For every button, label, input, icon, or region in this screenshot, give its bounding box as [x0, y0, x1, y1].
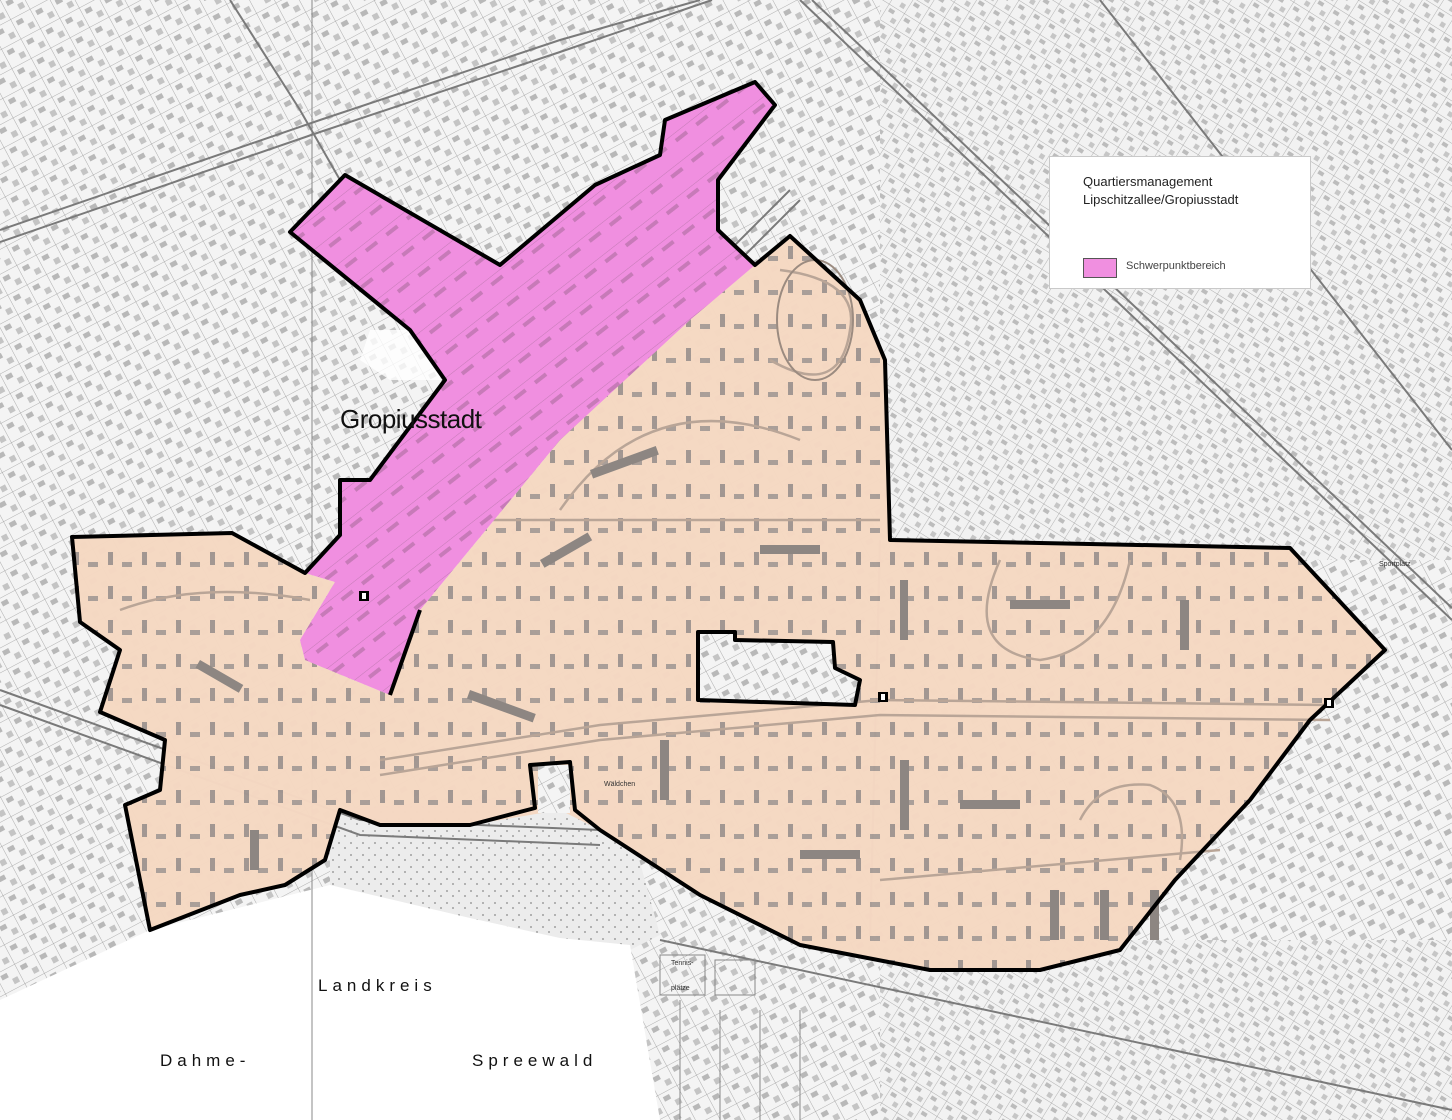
street-label-sportplatz: Sportplatz [1379, 561, 1411, 568]
landkreis-label-line2: Dahme- [160, 1051, 251, 1070]
street-label-tennis: Tennis- [671, 960, 694, 967]
legend-title: Quartiersmanagement Lipschitzallee/Gropi… [1083, 173, 1238, 209]
landkreis-label-line3: Spreewald [472, 1051, 598, 1070]
district-label: Gropiusstadt [340, 404, 482, 434]
landkreis-label-line1: Landkreis [318, 976, 437, 995]
street-label-waeldchen: Wäldchen [604, 781, 636, 788]
map-legend: Quartiersmanagement Lipschitzallee/Gropi… [1049, 156, 1311, 289]
street-label-plaetze: plätze [671, 985, 690, 992]
legend-swatch-focus-area [1083, 258, 1117, 278]
legend-title-line1: Quartiersmanagement [1083, 174, 1213, 189]
legend-item-label: Schwerpunktbereich [1126, 260, 1226, 272]
legend-title-line2: Lipschitzallee/Gropiusstadt [1083, 192, 1239, 207]
